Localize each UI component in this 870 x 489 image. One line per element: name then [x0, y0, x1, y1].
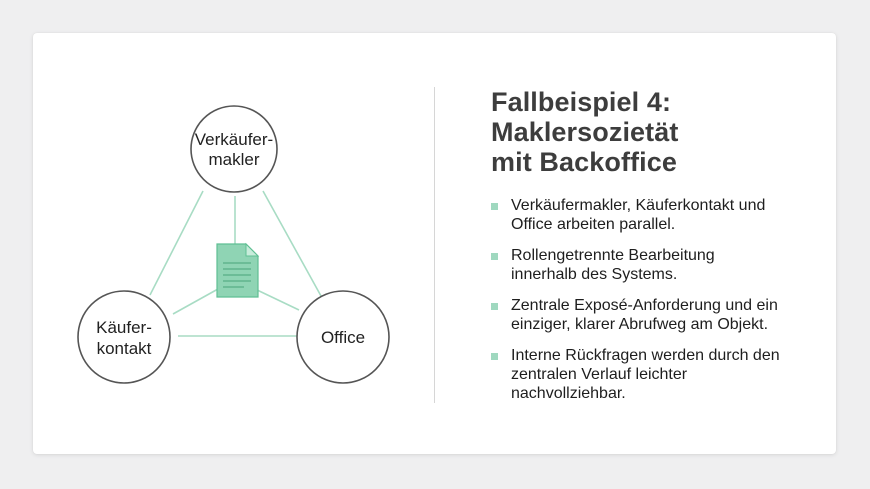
- role-diagram: Verkäufer- makler Käufer- kontakt Office: [77, 105, 390, 384]
- line-top-right: [262, 190, 322, 297]
- document-icon: [216, 242, 260, 298]
- bullet-1-line-2: Office arbeiten parallel.: [511, 216, 676, 233]
- node-verkaeufermakler: Verkäufer- makler: [190, 105, 278, 193]
- bullet-square-icon: [491, 253, 498, 260]
- node-verkaeufermakler-line2: makler: [208, 150, 259, 169]
- line-top-left: [149, 190, 204, 296]
- bullet-item: Verkäufermakler, Käuferkontakt und Offic…: [491, 196, 811, 234]
- vertical-divider: [434, 87, 435, 403]
- node-kaeuferkontakt: Käufer- kontakt: [77, 290, 171, 384]
- bullet-1-line-1: Verkäufermakler, Käuferkontakt und: [511, 197, 766, 214]
- bullet-square-icon: [491, 303, 498, 310]
- node-office-label: Office: [321, 328, 365, 347]
- bullet-2-line-2: innerhalb des Systems.: [511, 266, 678, 283]
- bullet-3-line-2: einziger, klarer Abrufweg am Objekt.: [511, 316, 769, 333]
- bullet-square-icon: [491, 203, 498, 210]
- bullet-item: Rollengetrennte Bearbeitung innerhalb de…: [491, 246, 811, 284]
- title-line-1: Fallbeispiel 4:: [491, 87, 672, 117]
- title-line-3: mit Backoffice: [491, 147, 677, 177]
- line-right-center: [254, 288, 300, 311]
- slide-title: Fallbeispiel 4: Maklersozietät mit Backo…: [491, 87, 678, 177]
- bullet-4-line-2: zentralen Verlauf leichter: [511, 366, 688, 383]
- bullet-list: Verkäufermakler, Käuferkontakt und Offic…: [491, 196, 811, 415]
- title-line-2: Maklersozietät: [491, 117, 679, 147]
- bullet-item: Interne Rückfragen werden durch den zent…: [491, 346, 811, 403]
- line-left-center: [172, 288, 219, 315]
- bullet-4-line-3: nachvollziehbar.: [511, 385, 626, 402]
- node-office: Office: [296, 290, 390, 384]
- node-verkaeufermakler-line1: Verkäufer-: [195, 130, 273, 149]
- bullet-2-line-1: Rollengetrennte Bearbeitung: [511, 247, 715, 264]
- node-kaeuferkontakt-line1: Käufer-: [96, 318, 152, 337]
- bullet-square-icon: [491, 353, 498, 360]
- slide-card: Verkäufer- makler Käufer- kontakt Office…: [33, 33, 836, 454]
- bullet-item: Zentrale Exposé-Anforderung und ein einz…: [491, 296, 811, 334]
- bullet-3-line-1: Zentrale Exposé-Anforderung und ein: [511, 297, 778, 314]
- connection-lines: [149, 190, 322, 337]
- node-kaeuferkontakt-line2: kontakt: [97, 339, 152, 358]
- bullet-4-line-1: Interne Rückfragen werden durch den: [511, 347, 780, 364]
